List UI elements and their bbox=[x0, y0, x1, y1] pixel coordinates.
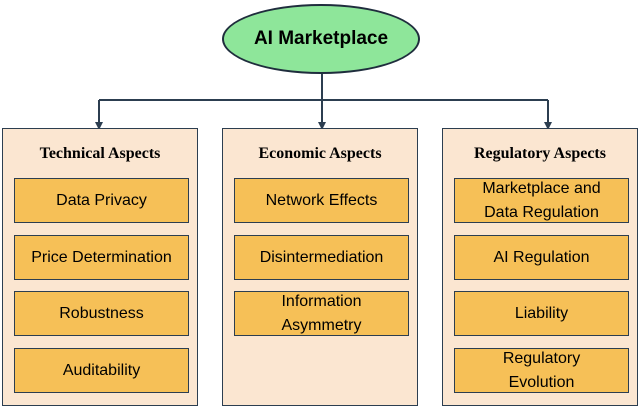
root-node-ellipse: AI Marketplace bbox=[222, 4, 420, 74]
item-ai-regulation: AI Regulation bbox=[454, 235, 629, 280]
root-node-label: AI Marketplace bbox=[253, 28, 389, 49]
item-regulatory-evolution: Regulatory Evolution bbox=[454, 348, 629, 393]
panel-economic-aspects: Economic Aspects Network Effects Disinte… bbox=[222, 128, 418, 406]
panel-regulatory-aspects: Regulatory Aspects Marketplace and Data … bbox=[442, 128, 638, 406]
item-price-determination: Price Determination bbox=[14, 235, 189, 280]
panel-title-technical: Technical Aspects bbox=[39, 145, 161, 162]
item-robustness: Robustness bbox=[14, 291, 189, 336]
item-marketplace-data-regulation: Marketplace and Data Regulation bbox=[454, 178, 629, 223]
panel-technical-aspects: Technical Aspects Data Privacy Price Det… bbox=[2, 128, 198, 406]
panel-title-economic: Economic Aspects bbox=[258, 145, 382, 162]
panel-title-regulatory: Regulatory Aspects bbox=[474, 145, 606, 162]
item-data-privacy: Data Privacy bbox=[14, 178, 189, 223]
item-network-effects: Network Effects bbox=[234, 178, 409, 223]
item-disintermediation: Disintermediation bbox=[234, 235, 409, 280]
item-auditability: Auditability bbox=[14, 348, 189, 393]
item-liability: Liability bbox=[454, 291, 629, 336]
item-information-asymmetry: Information Asymmetry bbox=[234, 291, 409, 336]
